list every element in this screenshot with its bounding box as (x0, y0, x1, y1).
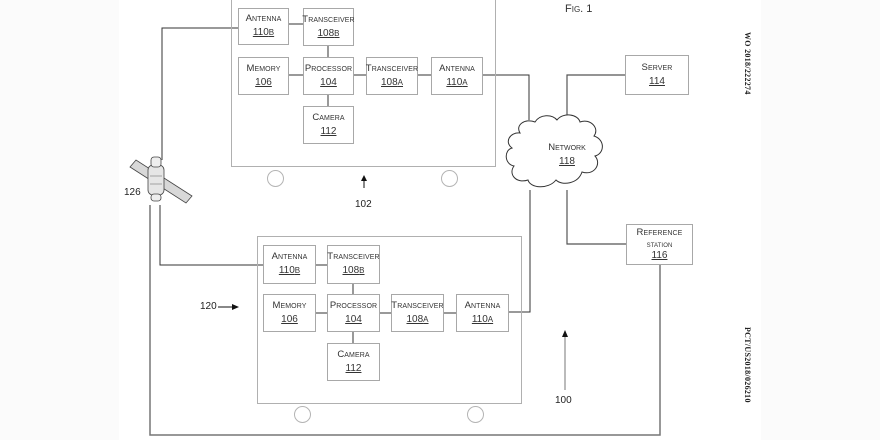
link-top-antenna-network (482, 74, 530, 120)
bottom-antenna-110a: Antenna 110A (456, 294, 509, 332)
vehicle-120-frame (257, 236, 522, 404)
application-number: PCT/US2018/026210 (743, 327, 752, 403)
ref-120: 120 (200, 301, 217, 312)
link-network-server (566, 74, 626, 118)
bottom-camera-112: Camera 112 (327, 343, 380, 381)
vehicle-102-frame (231, 0, 496, 167)
ref-126: 126 (124, 187, 141, 198)
label: Antenna (245, 13, 282, 25)
publication-number: WO 2018/222274 (743, 32, 752, 95)
bottom-transceiver-108b: Transceiver 108B (327, 245, 380, 284)
vehicle-120-wheel-right (467, 406, 484, 423)
bottom-transceiver-108a: Transceiver 108A (391, 294, 444, 332)
ref-100: 100 (555, 395, 572, 406)
top-antenna-110b: Antenna 110B (238, 8, 289, 45)
network-cloud-shape (505, 114, 603, 188)
bottom-processor-104: Processor 104 (327, 294, 380, 332)
top-transceiver-108b: Transceiver 108B (302, 8, 355, 46)
top-transceiver-108a: Transceiver 108A (366, 57, 418, 95)
arrow-120 (218, 304, 239, 310)
satellite-icon (129, 156, 193, 204)
vehicle-102-wheel-left (267, 170, 284, 187)
top-memory-106: Memory 106 (238, 57, 289, 95)
arrow-100 (562, 330, 568, 390)
top-camera-112: Camera 112 (303, 106, 354, 144)
bottom-memory-106: Memory 106 (263, 294, 316, 332)
reference-station-116: Reference station 116 (626, 224, 693, 265)
vehicle-102-wheel-right (441, 170, 458, 187)
bottom-antenna-110b: Antenna 110B (263, 245, 316, 284)
link-satellite-bottom-antenna (159, 205, 264, 266)
ref-102: 102 (355, 199, 372, 210)
link-satellite-refstation (149, 205, 661, 436)
top-processor-104: Processor 104 (303, 57, 354, 95)
link-network-refstation (566, 190, 627, 245)
link-network-bottom-antenna (508, 190, 531, 313)
top-antenna-110a: Antenna 110A (431, 57, 483, 95)
network-118: Network 118 (548, 142, 586, 167)
arrow-102 (361, 175, 367, 188)
server-114: Server 114 (625, 55, 689, 95)
vehicle-120-wheel-left (294, 406, 311, 423)
link-satellite-top-antenna (161, 27, 238, 160)
figure-title: Fig. 1 (565, 3, 593, 15)
